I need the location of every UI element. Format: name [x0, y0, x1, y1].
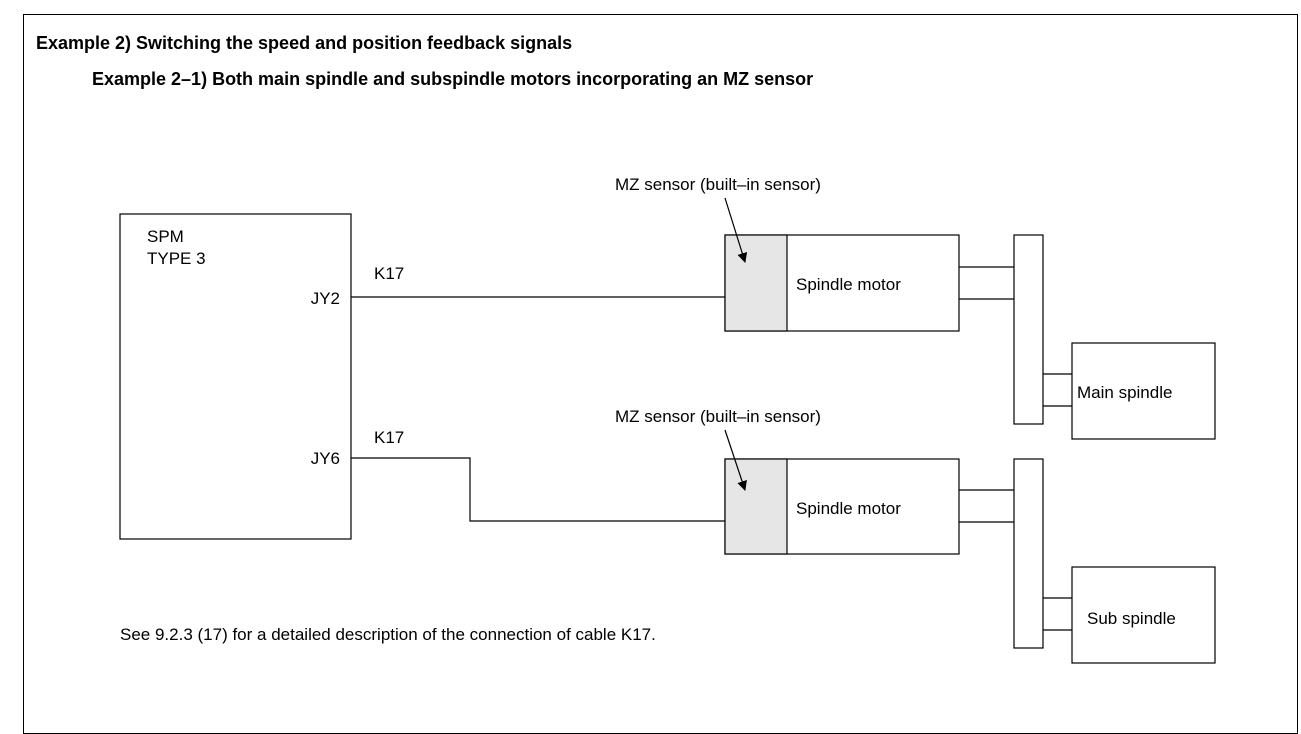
spindle-motor-bottom-label: Spindle motor: [796, 499, 901, 518]
sub-spindle-label: Sub spindle: [1087, 609, 1176, 628]
connector-jy6-label: JY6: [311, 449, 340, 468]
spm-name-label: SPM: [147, 227, 184, 246]
spm-unit-box: [119, 213, 352, 540]
cable-note: See 9.2.3 (17) for a detailed descriptio…: [120, 625, 656, 644]
connection-diagram: SPM TYPE 3 JY2 JY6 K17 K17 MZ sensor (bu…: [119, 175, 1216, 664]
connector-jy2-label: JY2: [311, 289, 340, 308]
page-subtitle: Example 2–1) Both main spindle and subsp…: [92, 69, 814, 89]
coupling-bar-bottom: [1013, 458, 1044, 649]
cable-k17-bottom-line: [351, 457, 725, 522]
main-spindle-label: Main spindle: [1077, 383, 1172, 402]
coupling-bar-top: [1013, 234, 1044, 425]
mz-sensor-top: [724, 234, 788, 332]
mz-sensor-bottom-arrow: [724, 429, 747, 491]
main-spindle-box: [1071, 342, 1216, 440]
mz-sensor-top-label: MZ sensor (built–in sensor): [615, 175, 821, 194]
spm-type-label: TYPE 3: [147, 249, 206, 268]
sub-spindle-box: [1071, 566, 1216, 664]
mz-sensor-top-arrow: [724, 197, 748, 263]
cable-k17-bottom-label: K17: [374, 428, 404, 447]
page-title: Example 2) Switching the speed and posit…: [36, 33, 573, 53]
cable-k17-top-label: K17: [374, 264, 404, 283]
mz-sensor-bottom: [724, 458, 788, 555]
mz-sensor-bottom-label: MZ sensor (built–in sensor): [615, 407, 821, 426]
spindle-motor-top-label: Spindle motor: [796, 275, 901, 294]
